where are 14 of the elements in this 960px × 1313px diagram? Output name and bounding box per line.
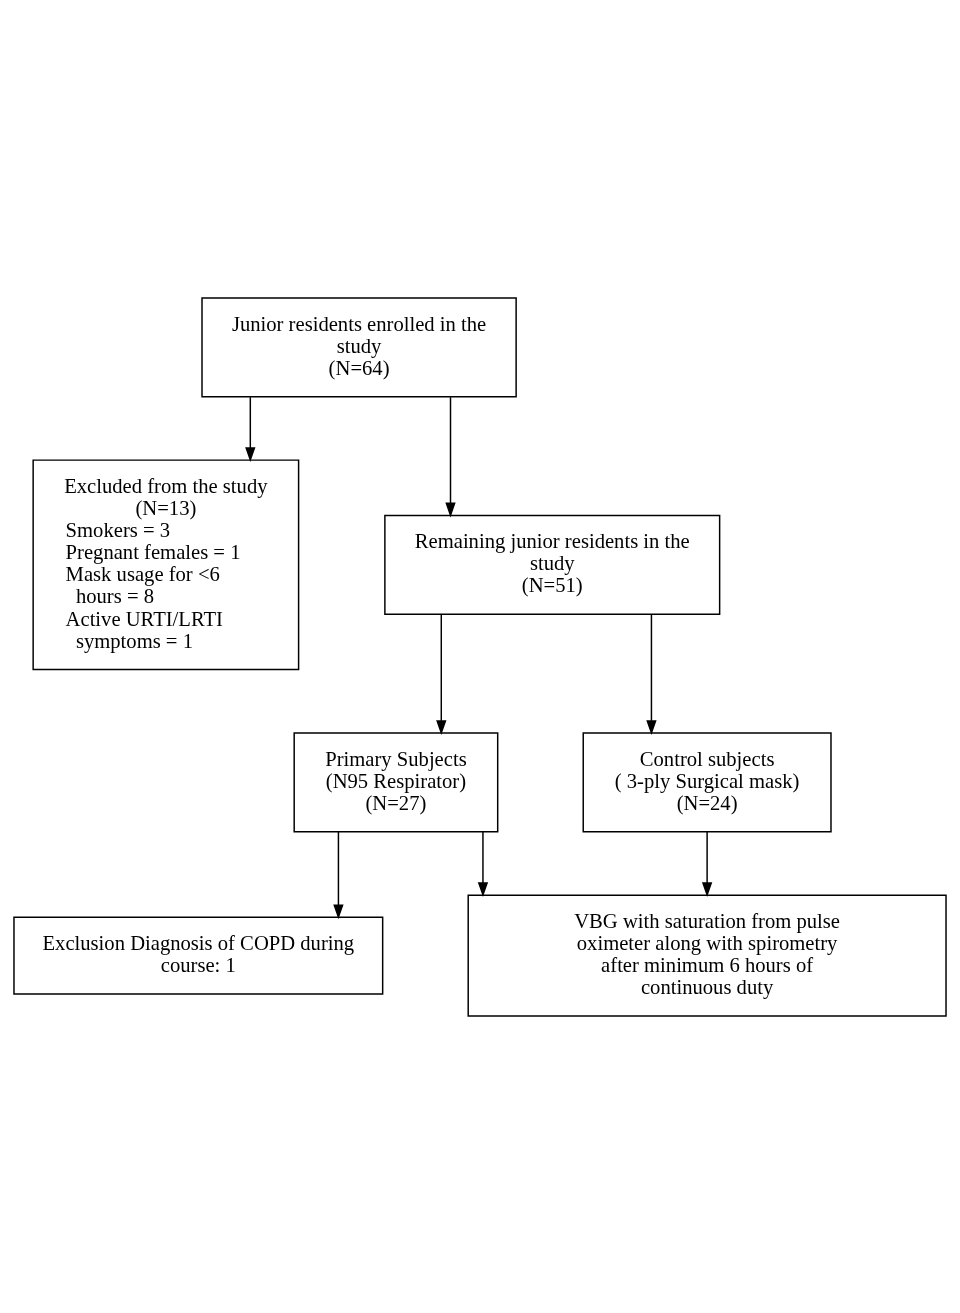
arrow [436, 613, 447, 735]
node-box: Excluded from the study (N=13) Smokers = 3 Pregnant females = 1 Mask usage for <6 hours = 8 Active URTI/LRTI symptoms = 1 [32, 458, 300, 670]
node-box: Junior residents enrolled in the study (N=64) [201, 296, 517, 397]
node-box: Remaining junior residents in the study (N=51) [384, 514, 721, 615]
arrow [646, 613, 657, 735]
arrow [701, 830, 713, 897]
arrow [333, 830, 344, 919]
node-box: Control subjects ( 3-ply Surgical mask) (N=24) [582, 731, 832, 832]
node-box: Primary Subjects (N95 Respirator) (N=27) [293, 731, 499, 832]
node-box: Exclusion Diagnosis of COPD during course: 1 [13, 916, 384, 995]
node-box: VBG with saturation from pulse oximeter along with spirometry after minimum 6 hours of continuous duty [467, 893, 947, 1017]
arrow [477, 830, 489, 897]
arrow [245, 395, 256, 462]
arrow [445, 395, 456, 517]
